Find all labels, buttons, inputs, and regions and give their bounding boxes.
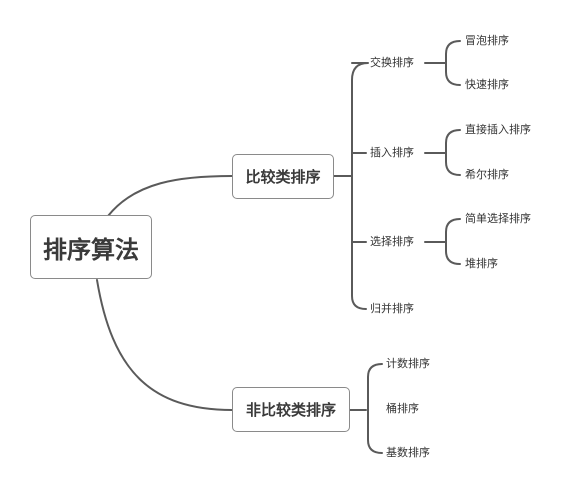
- root-node[interactable]: 排序算法: [30, 215, 152, 279]
- bubble-sort-label[interactable]: 冒泡排序: [465, 34, 509, 47]
- merge-sort-label[interactable]: 归并排序: [370, 302, 414, 315]
- simple-selection-sort-label[interactable]: 简单选择排序: [465, 212, 531, 225]
- radix-sort-label[interactable]: 基数排序: [386, 446, 430, 459]
- exchange-sort-label[interactable]: 交换排序: [370, 56, 414, 69]
- bracket-comparison: [351, 62, 369, 310]
- comparison-sort-node[interactable]: 比较类排序: [232, 154, 334, 199]
- selection-sort-label[interactable]: 选择排序: [370, 235, 414, 248]
- bracket-selection: [445, 218, 461, 265]
- heap-sort-label[interactable]: 堆排序: [465, 257, 498, 270]
- bracket-exchange: [445, 40, 461, 86]
- bracket-noncomparison: [367, 363, 383, 454]
- bracket-insertion: [445, 129, 461, 176]
- counting-sort-label[interactable]: 计数排序: [386, 357, 430, 370]
- bucket-sort-label[interactable]: 桶排序: [386, 402, 419, 415]
- quick-sort-label[interactable]: 快速排序: [465, 78, 509, 91]
- connector-root-noncomparison: [96, 279, 233, 411]
- shell-sort-label[interactable]: 希尔排序: [465, 168, 509, 181]
- non-comparison-sort-node[interactable]: 非比较类排序: [232, 387, 350, 432]
- connector-root-comparison: [107, 175, 233, 217]
- insertion-sort-label[interactable]: 插入排序: [370, 146, 414, 159]
- direct-insertion-sort-label[interactable]: 直接插入排序: [465, 123, 531, 136]
